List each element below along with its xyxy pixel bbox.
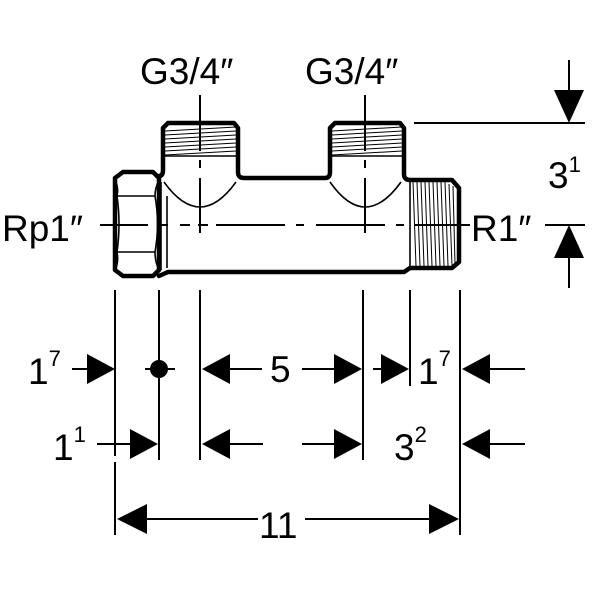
arrow-left-icon (117, 504, 147, 534)
height-dimension-sup: 1 (569, 152, 581, 177)
row2-right-base: 3 (394, 427, 415, 468)
arrow-right-icon (87, 354, 115, 384)
row2-left-sup: 1 (74, 422, 86, 447)
fitting-body (100, 95, 470, 279)
row2-right-value: 32 (394, 422, 427, 468)
row2-left-base: 1 (53, 427, 74, 468)
arrow-left-icon (462, 429, 490, 459)
inlet-thread-label: Rp1″ (2, 208, 83, 249)
center-mark-dot (150, 360, 168, 378)
height-dimension: 31 (414, 60, 585, 288)
height-dimension-base: 3 (548, 155, 569, 196)
arrow-right-icon (334, 354, 362, 384)
height-dimension-value: 31 (548, 152, 581, 196)
dimension-row-1: 17 5 17 (28, 346, 525, 392)
hex-nut-curve-left-bottom (114, 251, 119, 271)
hex-nut-curve-left-top (114, 179, 119, 197)
arrow-up-icon (554, 225, 584, 258)
row1-left-value: 17 (28, 346, 61, 392)
hex-nut-outline (112, 169, 162, 279)
dimension-row-2: 11 32 (53, 422, 525, 468)
arrow-down-icon (554, 90, 584, 123)
hex-nut-curve-right-bottom (154, 251, 160, 271)
outlet-right-thread (331, 126, 403, 157)
arrow-right-icon (381, 354, 409, 384)
hex-nut-curve-right (154, 195, 159, 253)
row1-middle-value: 5 (270, 349, 291, 390)
arrow-right-icon (130, 429, 158, 459)
row1-right-sup: 7 (439, 346, 451, 371)
overall-length-value: 11 (259, 505, 297, 546)
hex-nut-curve-right-top (154, 179, 160, 197)
arrow-right-icon (429, 504, 459, 534)
outlet-end-thread-label: R1″ (471, 208, 531, 249)
row2-left-value: 11 (53, 422, 86, 468)
row2-right-sup: 2 (415, 422, 427, 447)
row1-right-value: 17 (418, 346, 451, 392)
row1-right-base: 1 (418, 351, 439, 392)
arrow-left-icon (202, 429, 230, 459)
row1-left-base: 1 (28, 351, 49, 392)
overall-length-dimension: 11 (117, 504, 459, 546)
arrow-left-icon (202, 354, 230, 384)
outlet-right-thread-label: G3/4″ (305, 51, 398, 92)
outlet-left-thread-label: G3/4″ (140, 51, 233, 92)
arrow-right-icon (334, 429, 362, 459)
arrow-left-icon (462, 354, 490, 384)
row1-left-sup: 7 (49, 346, 61, 371)
extension-lines (114, 290, 461, 535)
body-outline (156, 120, 462, 279)
